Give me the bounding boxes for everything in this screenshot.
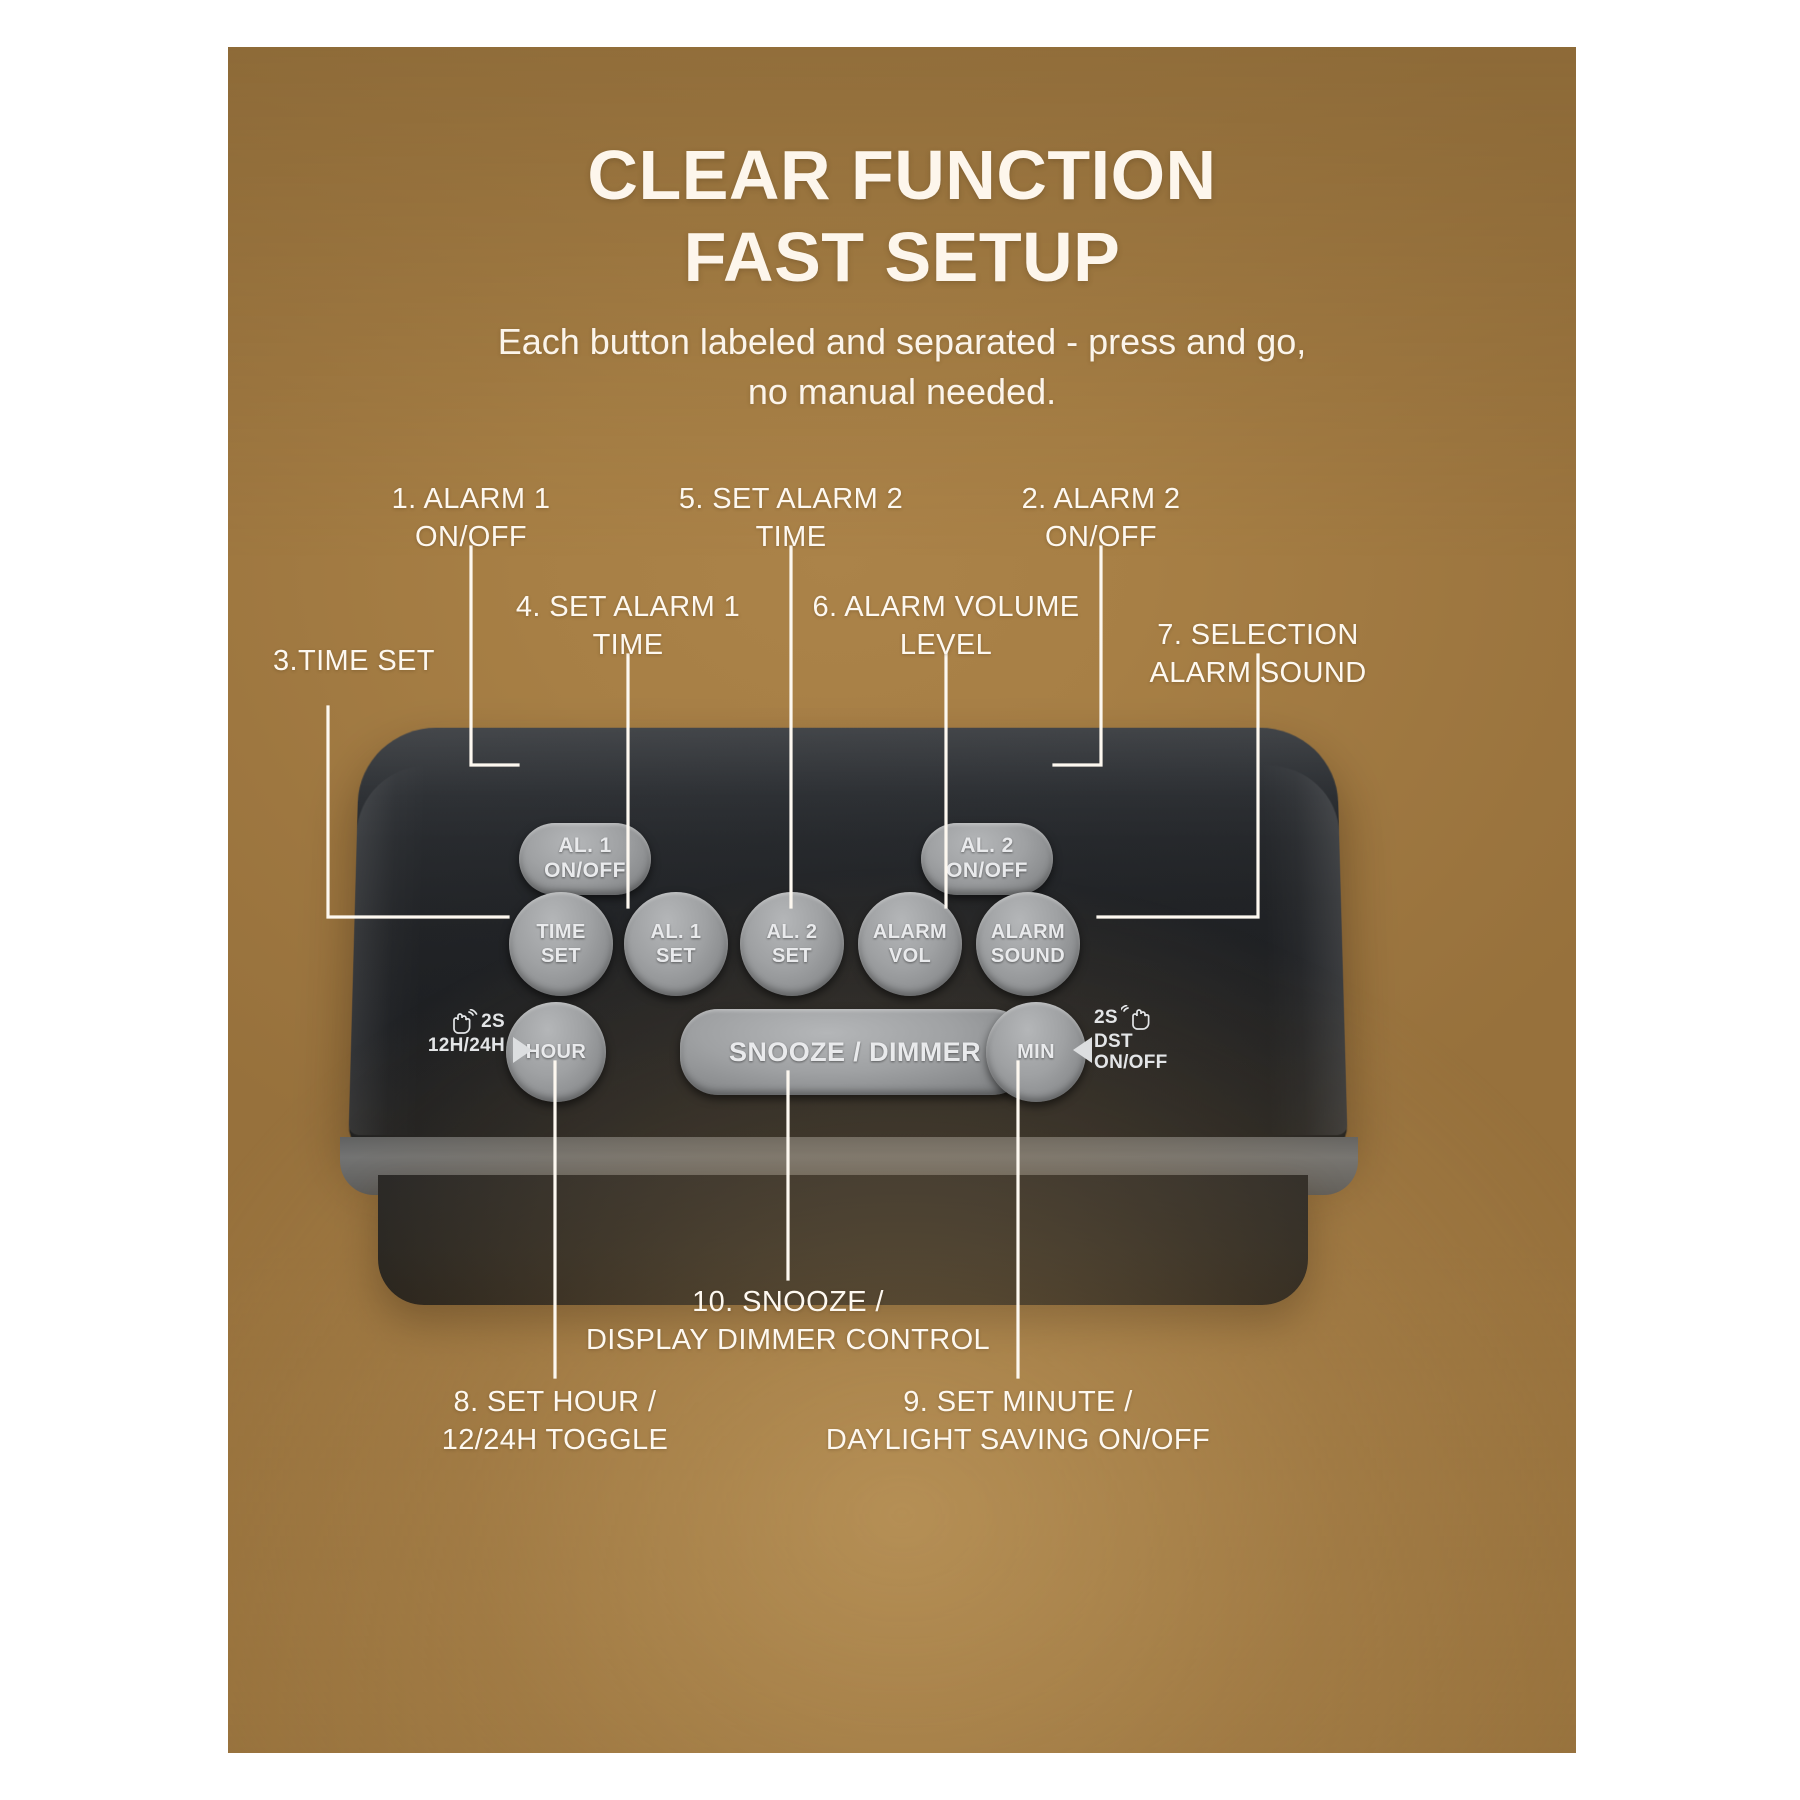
min-label: MIN [1017,1040,1055,1064]
callout-8-line-2: 12/24H TOGGLE [442,1422,669,1460]
callout-6-alarm-volume-level: 6. ALARM VOLUME LEVEL [812,589,1079,664]
al1-onoff-label-1: AL. 1 [544,834,626,859]
arrow-left-icon [1073,1037,1092,1063]
al1-set-label-2: SET [651,944,702,968]
hand-press-icon [448,1009,478,1035]
callout-4-line-1: 4. SET ALARM 1 [516,589,740,627]
al1-set-label-1: AL. 1 [651,920,702,944]
callout-10-line-2: DISPLAY DIMMER CONTROL [586,1322,990,1360]
gold-background-panel: CLEAR FUNCTION FAST SETUP Each button la… [228,47,1576,1753]
subtitle-line-2: no manual needed. [228,367,1576,417]
callout-6-line-2: LEVEL [812,627,1079,665]
hand-press-icon [1121,1005,1151,1031]
device-top-highlight [357,728,1340,843]
callout-4-set-alarm1-time: 4. SET ALARM 1 TIME [516,589,740,664]
page-title: CLEAR FUNCTION FAST SETUP [228,135,1576,299]
page-subtitle: Each button labeled and separated - pres… [228,317,1576,416]
button-alarm-2-set[interactable]: AL. 2 SET [740,892,844,996]
arrow-right-icon [513,1037,532,1063]
callout-3-time-set: 3.TIME SET [273,643,435,681]
callout-7-selection-alarm-sound: 7. SELECTION ALARM SOUND [1149,617,1366,692]
al2-onoff-label-2: ON/OFF [946,859,1028,884]
min-hold-mode-2: ON/OFF [1094,1052,1204,1073]
callout-1-line-2: ON/OFF [392,519,551,557]
callout-3-line-1: 3.TIME SET [273,643,435,681]
subtitle-line-1: Each button labeled and separated - pres… [228,317,1576,367]
device-left-highlight [349,766,428,1135]
headline-line-1: CLEAR FUNCTION [228,135,1576,217]
al1-onoff-label-2: ON/OFF [544,859,626,884]
callout-5-set-alarm2-time: 5. SET ALARM 2 TIME [679,481,903,556]
alarm-sound-label-2: SOUND [991,944,1065,968]
callout-5-line-2: TIME [679,519,903,557]
callout-6-line-1: 6. ALARM VOLUME [812,589,1079,627]
button-alarm-2-on-off[interactable]: AL. 2 ON/OFF [921,823,1053,895]
callout-4-line-2: TIME [516,627,740,665]
headline-line-2: FAST SETUP [228,217,1576,299]
callout-8-line-1: 8. SET HOUR / [442,1384,669,1422]
button-snooze-dimmer[interactable]: SNOOZE / DIMMER [680,1009,1030,1095]
al2-set-label-1: AL. 2 [767,920,818,944]
callout-9-line-2: DAYLIGHT SAVING ON/OFF [826,1422,1210,1460]
callout-2-line-1: 2. ALARM 2 [1022,481,1181,519]
alarm-vol-label-1: ALARM [873,920,947,944]
alarm-sound-label-1: ALARM [991,920,1065,944]
callout-1-line-1: 1. ALARM 1 [392,481,551,519]
button-alarm-1-on-off[interactable]: AL. 1 ON/OFF [519,823,651,895]
callout-8-set-hour-toggle: 8. SET HOUR / 12/24H TOGGLE [442,1384,669,1459]
min-hold-mode-1: DST [1094,1031,1204,1052]
callout-1-alarm1-onoff: 1. ALARM 1 ON/OFF [392,481,551,556]
min-hold-duration: 2S [1094,1007,1118,1028]
silkscreen-hour-hold: 2S 12H/24H [413,1009,505,1056]
callout-9-line-1: 9. SET MINUTE / [826,1384,1210,1422]
silkscreen-min-hold: 2S DST ON/OFF [1094,1005,1204,1074]
time-set-label-1: TIME [536,920,585,944]
callout-7-line-1: 7. SELECTION [1149,617,1366,655]
button-alarm-1-set[interactable]: AL. 1 SET [624,892,728,996]
callout-9-set-minute-dst: 9. SET MINUTE / DAYLIGHT SAVING ON/OFF [826,1384,1210,1459]
snooze-dimmer-label: SNOOZE / DIMMER [729,1037,981,1068]
button-min[interactable]: MIN [986,1002,1086,1102]
button-alarm-sound[interactable]: ALARM SOUND [976,892,1080,996]
callout-7-line-2: ALARM SOUND [1149,655,1366,693]
button-alarm-volume[interactable]: ALARM VOL [858,892,962,996]
callout-10-snooze-dimmer: 10. SNOOZE / DISPLAY DIMMER CONTROL [586,1284,990,1359]
device-right-highlight [1261,766,1348,1135]
callout-10-line-1: 10. SNOOZE / [586,1284,990,1322]
time-set-label-2: SET [536,944,585,968]
al2-onoff-label-1: AL. 2 [946,834,1028,859]
callout-2-line-2: ON/OFF [1022,519,1181,557]
al2-set-label-2: SET [767,944,818,968]
button-time-set[interactable]: TIME SET [509,892,613,996]
callout-5-line-1: 5. SET ALARM 2 [679,481,903,519]
alarm-vol-label-2: VOL [873,944,947,968]
hour-label: HOUR [526,1040,587,1064]
hour-hold-mode: 12H/24H [413,1035,505,1056]
callout-2-alarm2-onoff: 2. ALARM 2 ON/OFF [1022,481,1181,556]
hour-hold-duration: 2S [481,1011,505,1032]
